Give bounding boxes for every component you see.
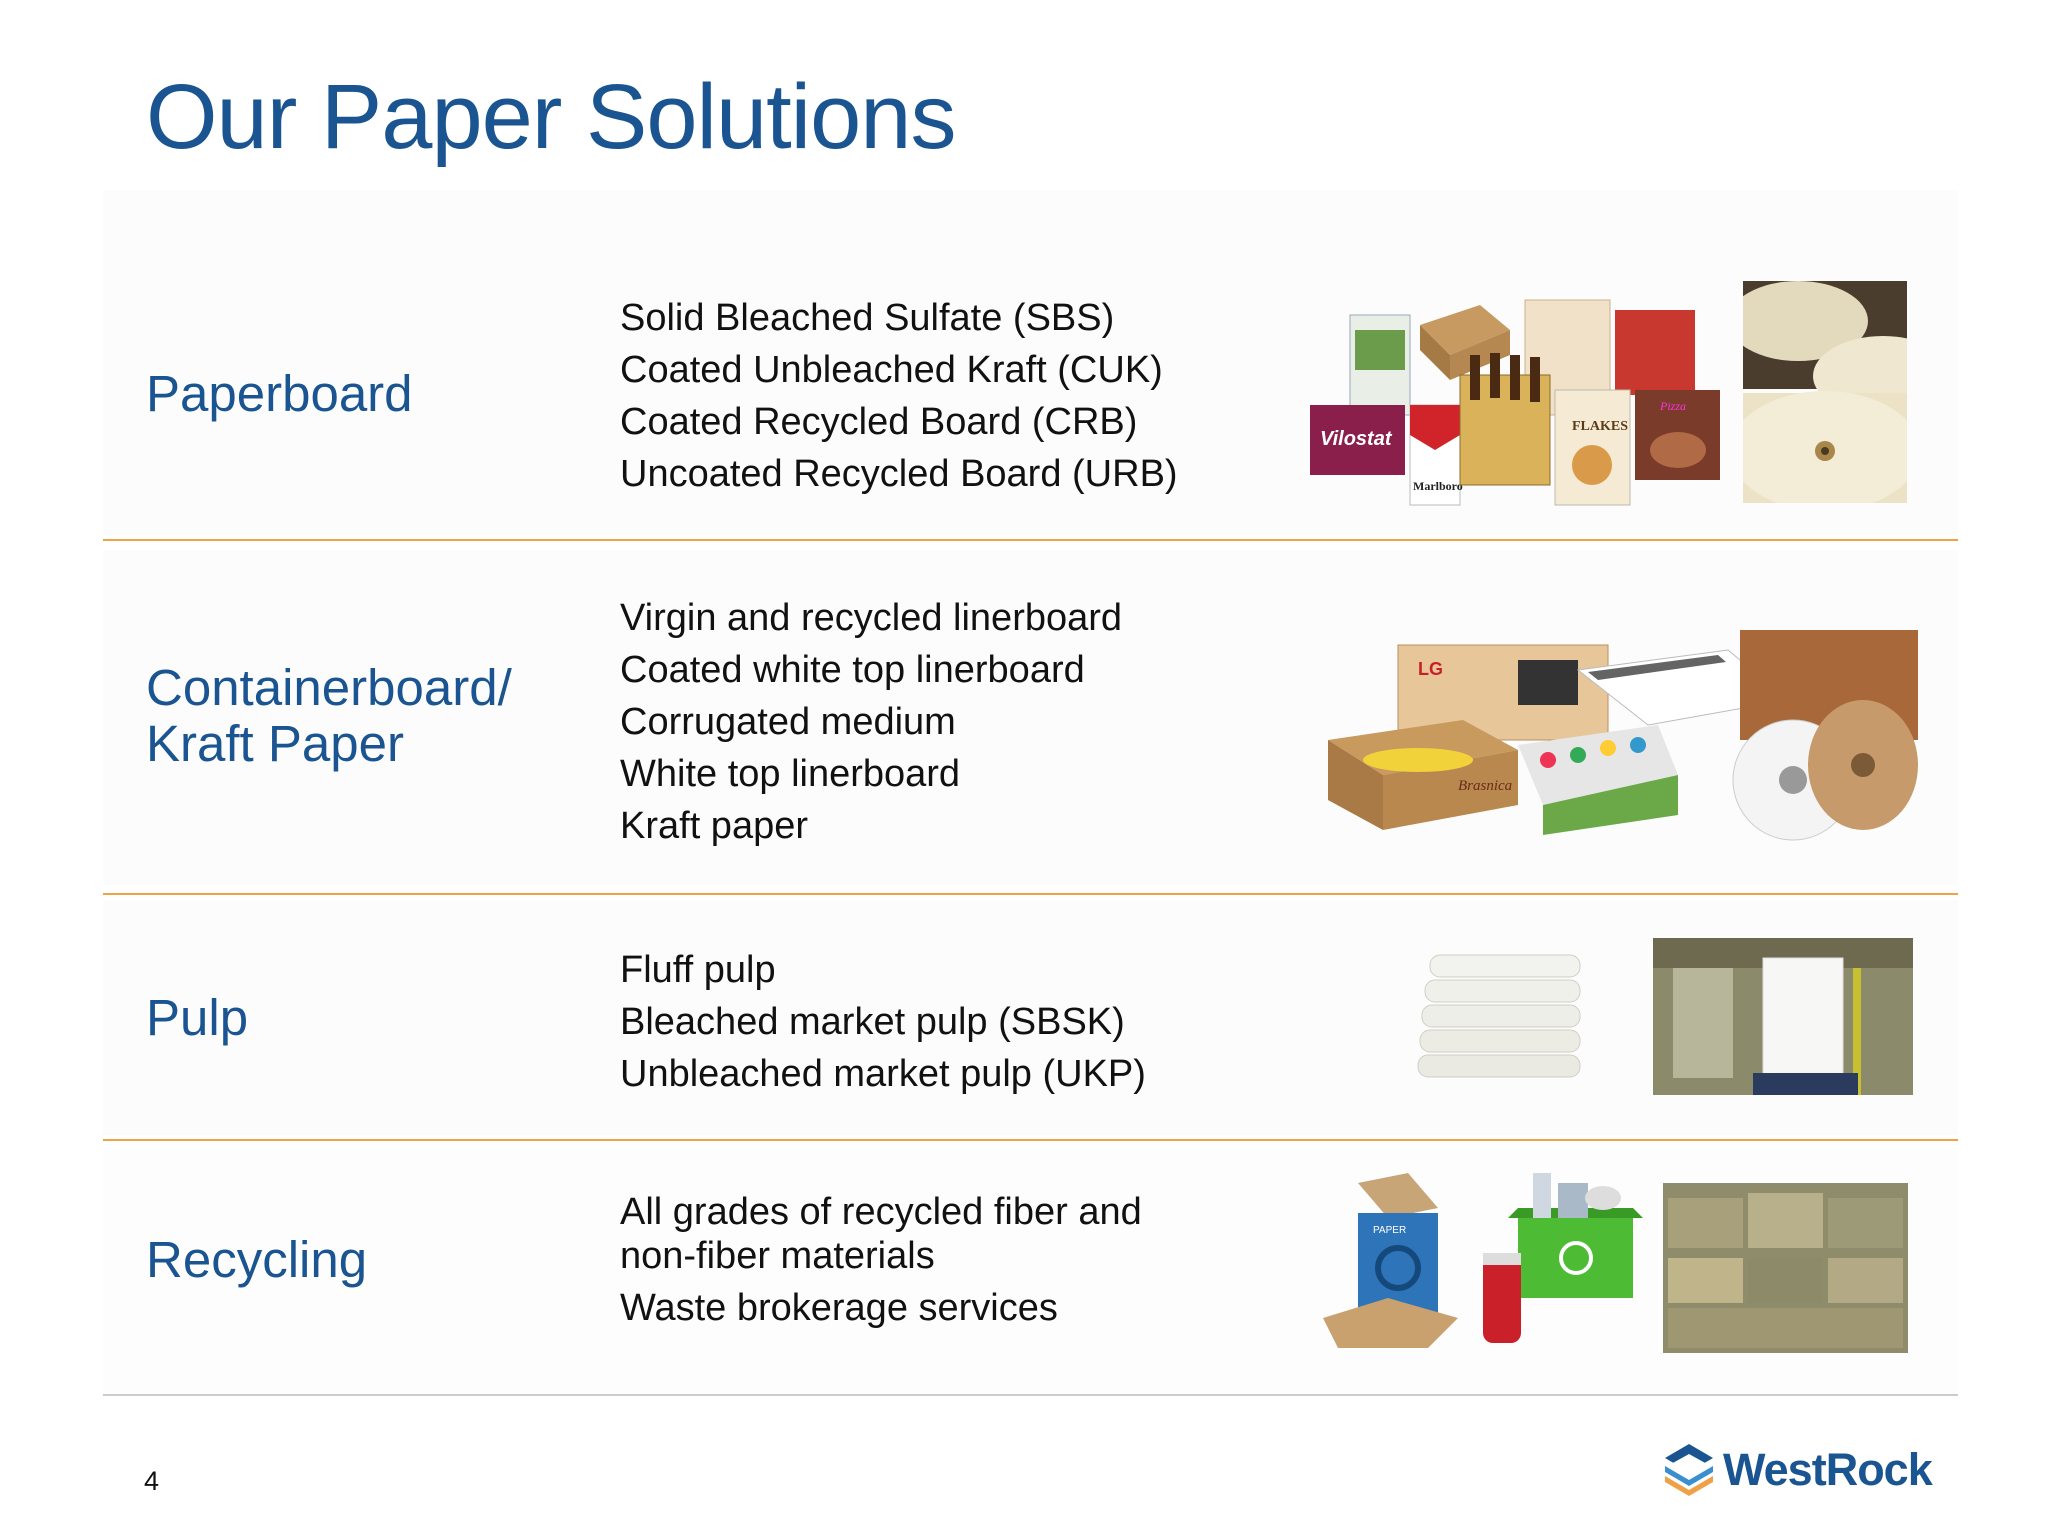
list-item: Bleached market pulp (SBSK) xyxy=(620,1001,1125,1043)
list-item: Solid Bleached Sulfate (SBS) xyxy=(620,297,1115,339)
list-item: Coated Unbleached Kraft (CUK) xyxy=(620,349,1163,391)
page-number: 4 xyxy=(144,1466,160,1496)
recycling-item-list: All grades of recycled fiber and non-fib… xyxy=(620,1190,1142,1330)
list-item: Uncoated Recycled Board (URB) xyxy=(620,453,1178,495)
pulp-bales-warehouse-image xyxy=(1653,938,1913,1095)
section-separator xyxy=(103,893,1958,895)
section-separator xyxy=(103,1139,1958,1141)
list-item: Coated white top linerboard xyxy=(620,649,1085,691)
list-item: White top linerboard xyxy=(620,753,961,795)
list-item: Unbleached market pulp (UKP) xyxy=(620,1053,1146,1095)
list-item: non-fiber materials xyxy=(620,1235,935,1277)
list-item: Virgin and recycled linerboard xyxy=(620,597,1123,639)
pulp-item-list: Fluff pulp Bleached market pulp (SBSK) U… xyxy=(620,944,1146,1100)
logo-text: WestRock xyxy=(1723,1444,1933,1495)
packaging-label: Marlboro xyxy=(1413,479,1463,493)
packaging-products-image: Vilostat Marlboro FLAKES Pizza xyxy=(1310,299,1720,506)
category-pulp: Pulp xyxy=(146,989,249,1046)
packaging-label: FLAKES xyxy=(1572,419,1628,434)
row-background-recycling xyxy=(103,1150,1958,1395)
list-item: All grades of recycled fiber and xyxy=(620,1191,1142,1233)
fluff-pulp-stack-image xyxy=(1417,954,1581,1078)
box-label: LG xyxy=(1418,659,1443,679)
list-item: Waste brokerage services xyxy=(620,1287,1058,1329)
category-line: Containerboard/ xyxy=(146,659,512,716)
slide-title: Our Paper Solutions xyxy=(146,66,956,168)
corrugated-boxes-image: LG Brasnica xyxy=(1328,630,1918,841)
box-label: Brasnica xyxy=(1458,778,1512,794)
category-containerboard-kraft-paper: Containerboard/ Kraft Paper xyxy=(146,660,512,772)
containerboard-item-list: Virgin and recycled linerboard Coated wh… xyxy=(620,592,1122,852)
section-separator xyxy=(103,539,1958,541)
recycling-materials-image: PAPER xyxy=(1323,1173,1908,1353)
list-item: Coated Recycled Board (CRB) xyxy=(620,401,1138,443)
list-item: Kraft paper xyxy=(620,805,808,847)
recycle-bin-label: PAPER xyxy=(1373,1225,1406,1236)
category-paperboard: Paperboard xyxy=(146,365,413,422)
category-recycling: Recycling xyxy=(146,1231,368,1288)
category-line: Kraft Paper xyxy=(146,715,404,772)
paperboard-item-list: Solid Bleached Sulfate (SBS) Coated Unbl… xyxy=(620,292,1178,500)
paperboard-rolls-image xyxy=(1743,281,1907,503)
packaging-label: Pizza xyxy=(1659,399,1686,413)
packaging-label: Vilostat xyxy=(1320,428,1393,450)
list-item: Fluff pulp xyxy=(620,949,776,991)
westrock-logo: WestRock xyxy=(1663,1442,1933,1498)
list-item: Corrugated medium xyxy=(620,701,956,743)
row-background-pulp xyxy=(103,900,1958,1135)
westrock-logo-icon xyxy=(1665,1444,1713,1496)
footer-rule xyxy=(103,1394,1958,1396)
